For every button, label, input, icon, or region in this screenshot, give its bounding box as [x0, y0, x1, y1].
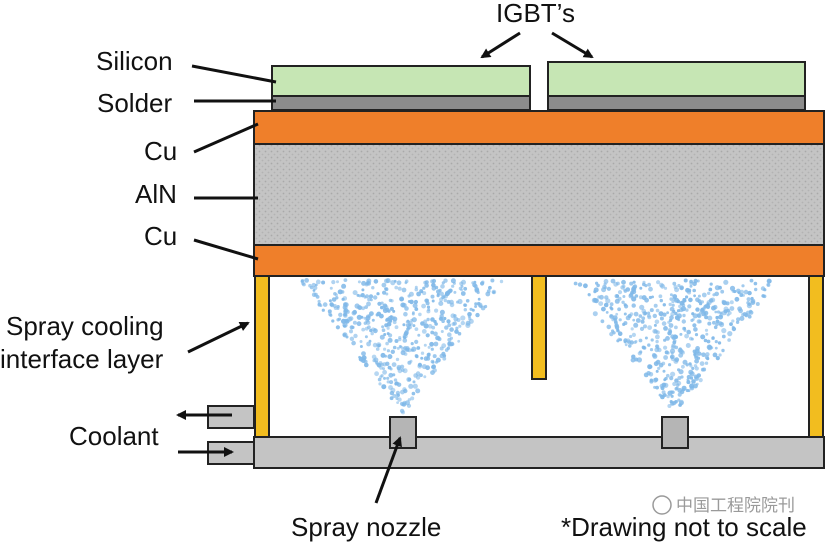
- silicon-die-left: [271, 65, 531, 97]
- label-aln: AlN: [135, 179, 177, 209]
- base-plate: [253, 436, 825, 469]
- igbt-arrow-left: [480, 31, 521, 59]
- spray-nozzle-arrow: [374, 436, 402, 504]
- spray-cone-right: [573, 278, 772, 408]
- support-post-left: [254, 275, 270, 438]
- copper-layer-bottom: [253, 244, 825, 277]
- solder-layer-right: [547, 95, 806, 111]
- wechat-icon: [652, 495, 672, 515]
- label-spray-nozzle: Spray nozzle: [291, 512, 441, 542]
- cu-bottom-leader: [193, 238, 259, 261]
- spray-nozzle-left: [389, 416, 417, 449]
- label-coolant: Coolant: [69, 421, 159, 451]
- coolant-outlet-port: [207, 405, 255, 429]
- cu-top-leader: [193, 122, 259, 154]
- watermark-text: 中国工程院院刊: [676, 496, 795, 516]
- solder-layer-left: [271, 95, 531, 111]
- label-cu-top: Cu: [144, 136, 177, 166]
- spray-cooling-arrow: [187, 321, 250, 354]
- label-spray-cooling-line1: Spray cooling: [6, 311, 164, 341]
- support-post-middle: [531, 275, 547, 380]
- spray-nozzle-right: [661, 416, 689, 449]
- spray-cone-left: [300, 278, 504, 415]
- silicon-die-right: [547, 61, 806, 97]
- label-drawing-note: *Drawing not to scale: [561, 512, 807, 542]
- watermark: 中国工程院院刊: [652, 495, 795, 516]
- label-spray-cooling-line2: interface layer: [0, 344, 164, 374]
- label-silicon: Silicon: [96, 46, 173, 76]
- label-solder: Solder: [97, 88, 172, 118]
- aln-layer: [253, 143, 825, 246]
- copper-layer-top: [253, 110, 825, 145]
- label-igbts: IGBT’s: [496, 0, 575, 28]
- label-cu-bottom: Cu: [144, 221, 177, 251]
- silicon-leader: [191, 64, 277, 84]
- igbt-arrow-right: [551, 31, 594, 59]
- support-post-right: [808, 275, 824, 438]
